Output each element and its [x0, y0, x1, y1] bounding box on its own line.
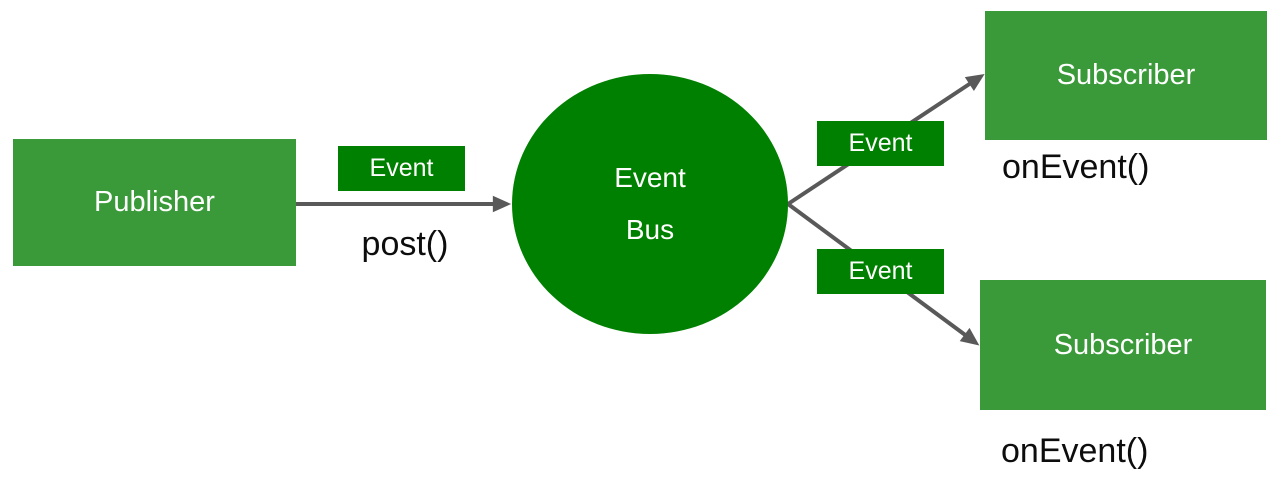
event-bus-label-line2: Bus [625, 214, 675, 245]
subscriber-1-label: Subscriber [1056, 59, 1196, 91]
event-bus-label-line1: Event [614, 162, 686, 193]
publisher-node: Publisher [13, 139, 296, 266]
post-method-label: post() [361, 225, 449, 263]
event-bus-node: Event Bus [512, 74, 788, 334]
event-badge-subscriber-2: Event [817, 249, 944, 294]
subscriber-node-2: Subscriber [980, 280, 1266, 410]
publisher-label: Publisher [94, 186, 215, 218]
onevent-method-label-1: onEvent() [1002, 148, 1150, 186]
onevent-method-label-2: onEvent() [1001, 432, 1149, 470]
subscriber-node-1: Subscriber [985, 11, 1267, 140]
subscriber-2-label: Subscriber [1053, 328, 1193, 361]
event-badge-subscriber-1: Event [817, 121, 944, 166]
event-badge-publish: Event [338, 146, 465, 191]
